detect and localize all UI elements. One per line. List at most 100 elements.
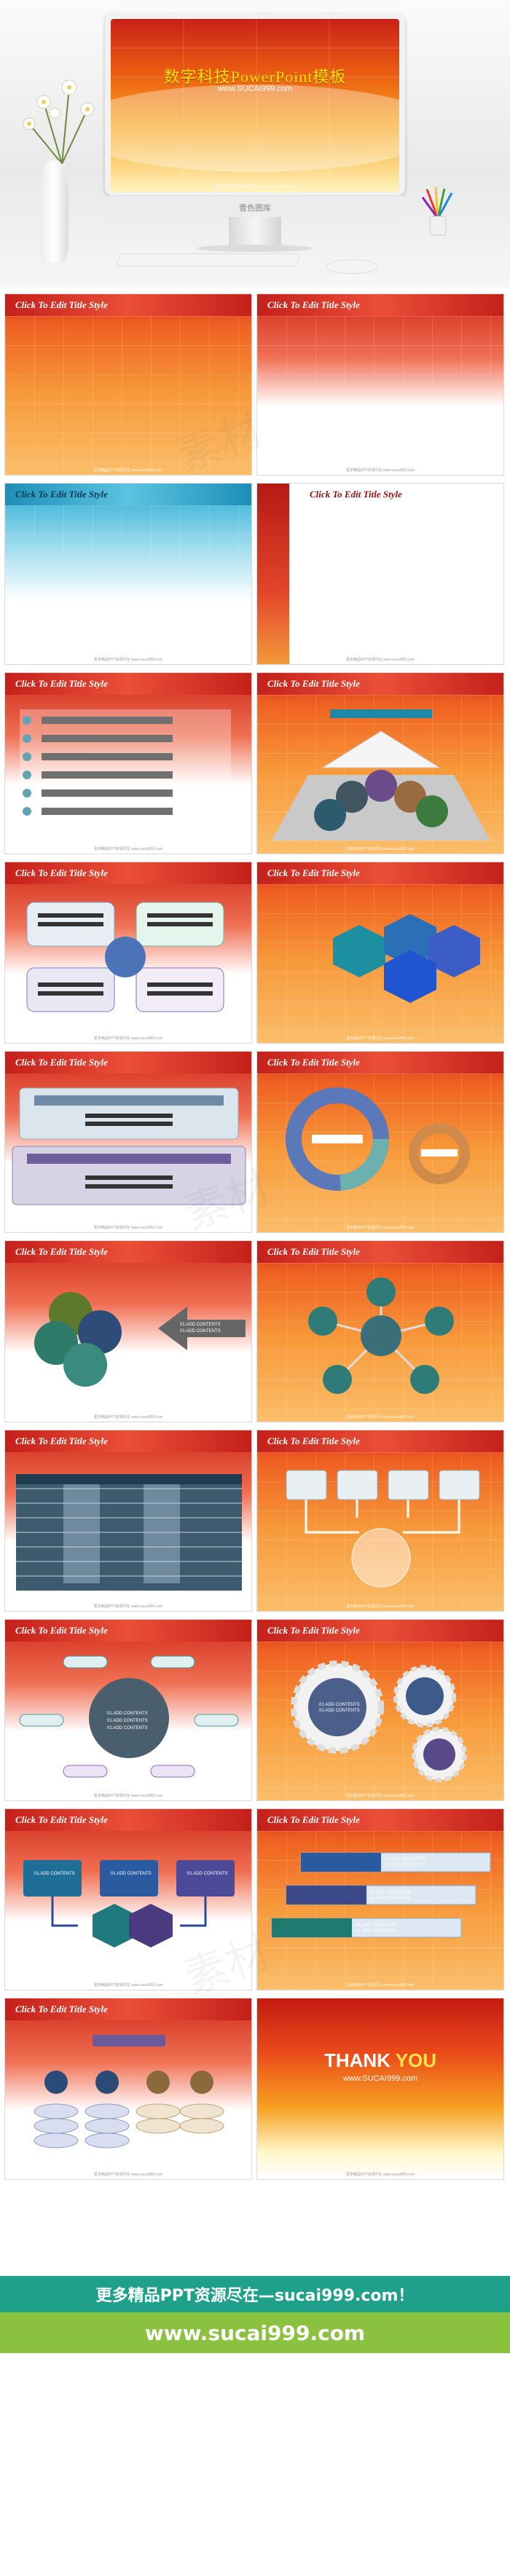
slide-footer: 更多精品PPT资源尽在 www.sucai999.com xyxy=(94,1036,162,1041)
slide-13: Click To Edit Title Style 更多精品PPT资源尽在 ww… xyxy=(4,1430,252,1612)
promo-banner: 更多精品PPT资源尽在—sucai999.com！ xyxy=(0,2276,510,2312)
slide-footer: 更多精品PPT资源尽在 www.sucai999.com xyxy=(94,2173,162,2177)
slide-20: THANK YOU www.SUCAI999.com 更多精品PPT资源尽在 w… xyxy=(256,1998,504,2180)
slide-2: Click To Edit Title Style 更多精品PPT资源尽在 ww… xyxy=(256,294,504,476)
slide-title: Click To Edit Title Style xyxy=(310,489,402,500)
slide-18: Click To Edit Title Style 01.ADD CONTENT… xyxy=(256,1808,504,1990)
slide-title: Click To Edit Title Style xyxy=(267,1246,360,1257)
slide-15: Click To Edit Title Style 01.ADD CONTENT… xyxy=(4,1619,252,1801)
slide-8: Click To Edit Title Style 更多精品PPT资源尽在 ww… xyxy=(256,862,504,1044)
slide-footer: 更多精品PPT资源尽在 www.sucai999.com xyxy=(94,1794,162,1798)
slide-5: Click To Edit Title Style 更多精品PPT资源尽在 ww… xyxy=(4,672,252,854)
slide-footer: 更多精品PPT资源尽在 www.sucai999.com xyxy=(346,1226,415,1230)
process-diagram: 01.ADD CONTENTS 01.ADD CONTENTS 01.ADD CON… xyxy=(23,1860,235,1947)
monitor-caption: 壹色图库 xyxy=(239,204,271,213)
slide-14: Click To Edit Title Style 更多精品PPT资源尽在 ww… xyxy=(256,1430,504,1612)
stacked-panels-diagram xyxy=(12,1087,246,1205)
slide-title: Click To Edit Title Style xyxy=(267,1814,360,1825)
svg-text:01.ADD CONTENTS: 01.ADD CONTENTS xyxy=(319,1709,360,1713)
pyramid-diagram xyxy=(272,709,490,840)
slide-title: Click To Edit Title Style xyxy=(15,1625,108,1636)
slide-9: Click To Edit Title Style 更多精品PPT资源尽在 ww… xyxy=(4,1051,252,1233)
slide-header xyxy=(5,294,251,316)
svg-text:01.ADD CONTENTS: 01.ADD CONTENTS xyxy=(107,1712,148,1716)
slide-11: Click To Edit Title Style 01.ADD CONTENT… xyxy=(4,1240,252,1422)
four-box-diagram xyxy=(26,902,224,1012)
slide-footer: 更多精品PPT资源尽在 www.sucai999.com xyxy=(346,847,415,851)
slide-16: Click To Edit Title Style 01.ADD CONTENT… xyxy=(256,1619,504,1801)
mouse xyxy=(326,259,377,274)
slide-footer: 更多精品PPT资源尽在 www.sucai999.com xyxy=(346,1415,415,1419)
slide-footer: 更多精品PPT资源尽在 www.sucai999.com xyxy=(346,658,415,662)
monitor-neck xyxy=(229,217,281,246)
svg-text:01.ADD CONTENTS: 01.ADD CONTENTS xyxy=(370,1891,411,1895)
screen-url: www.SUCAI999.com xyxy=(217,84,293,93)
svg-text:01.ADD CONTENTS: 01.ADD CONTENTS xyxy=(356,1923,396,1928)
slide-footer: 更多精品PPT资源尽在 www.sucai999.com xyxy=(346,2173,415,2177)
slide-footer: 更多精品PPT资源尽在 www.sucai999.com xyxy=(94,1226,162,1230)
center-sphere-diagram: 01.ADD CONTENTS 01.ADD CONTENTS 01.ADD CON… xyxy=(19,1655,239,1778)
slide-title: Click To Edit Title Style xyxy=(15,1435,108,1446)
svg-text:01.ADD CONTENTS: 01.ADD CONTENTS xyxy=(356,1929,396,1934)
slide-17: Click To Edit Title Style 01.ADD CONTENT… xyxy=(4,1808,252,1990)
monitor-chin: 壹色图库 xyxy=(105,195,405,218)
slide-title: Click To Edit Title Style xyxy=(15,1057,108,1068)
slide-footer: 更多精品PPT资源尽在 www.sucai999.com xyxy=(346,468,415,473)
slide-1: Click To Edit Title Style 更多精品PPT资源尽在 ww… xyxy=(4,294,252,476)
svg-text:01.ADD CONTENTS: 01.ADD CONTENTS xyxy=(385,1857,425,1862)
slide-title: Click To Edit Title Style xyxy=(267,1625,360,1636)
slide-footer: 更多精品PPT资源尽在 www.sucai999.com xyxy=(346,1983,415,1988)
slide-footer: 更多精品PPT资源尽在 www.sucai999.com xyxy=(94,847,162,851)
slide-footer: 更多精品PPT资源尽在 www.sucai999.com xyxy=(94,1415,162,1419)
slide-title: Click To Edit Title Style xyxy=(15,299,108,310)
monitor-screen: 数字科技PowerPoint模板 www.SUCAI999.com 更多精品PP… xyxy=(111,19,399,192)
slide-title: Click To Edit Title Style xyxy=(267,1435,360,1446)
gears-diagram: 01.ADD CONTENTS 01.ADD CONTENTS xyxy=(291,1661,467,1782)
thank-you-title: THANK YOU xyxy=(323,2049,437,2071)
svg-text:01.ADD CONTENTS: 01.ADD CONTENTS xyxy=(180,1323,221,1327)
bullet-list-diagram xyxy=(20,709,231,826)
promo-url-banner[interactable]: www.sucai999.com xyxy=(0,2312,510,2353)
thank-you-url: www.SUCAI999.com xyxy=(342,2074,418,2083)
svg-text:01.ADD CONTENTS: 01.ADD CONTENTS xyxy=(107,1719,148,1723)
slide-title: Click To Edit Title Style xyxy=(15,867,108,878)
pencil-cup-icon xyxy=(421,186,453,236)
flower-icon xyxy=(23,79,95,165)
hero-mockup: 数字科技PowerPoint模板 www.SUCAI999.com 更多精品PP… xyxy=(0,0,510,288)
slide-title: Click To Edit Title Style xyxy=(15,1814,108,1825)
slide-3: Click To Edit Title Style 更多精品PPT资源尽在 ww… xyxy=(4,483,252,665)
slide-6: Click To Edit Title Style 更多精品PPT资源尽在 ww… xyxy=(256,672,504,854)
svg-text:01.ADD CONTENTS: 01.ADD CONTENTS xyxy=(34,1872,75,1876)
slide-title: Click To Edit Title Style xyxy=(267,299,360,310)
monitor-stand xyxy=(197,245,313,252)
slide-footer: 更多精品PPT资源尽在 www.sucai999.com xyxy=(94,658,162,662)
slide-title: Click To Edit Title Style xyxy=(15,489,108,500)
screen-footer: 更多精品PPT资源尽在 www.sucai999.com xyxy=(213,185,297,189)
svg-text:01.ADD CONTENTS: 01.ADD CONTENTS xyxy=(107,1726,148,1730)
slide-footer: 更多精品PPT资源尽在 www.sucai999.com xyxy=(346,1794,415,1798)
hexagon-diagram xyxy=(333,914,480,1003)
svg-text:01.ADD CONTENTS: 01.ADD CONTENTS xyxy=(187,1872,228,1876)
slide-footer: 更多精品PPT资源尽在 www.sucai999.com xyxy=(346,1036,415,1041)
svg-text:01.ADD CONTENTS: 01.ADD CONTENTS xyxy=(111,1872,152,1876)
keyboard xyxy=(115,253,302,267)
slide-title: Click To Edit Title Style xyxy=(267,1057,360,1068)
slide-7: Click To Edit Title Style 更多精品PPT资源尽在 ww… xyxy=(4,862,252,1044)
screen-title: 数字科技PowerPoint模板 xyxy=(163,68,347,86)
vase xyxy=(39,160,68,262)
slide-footer: 更多精品PPT资源尽在 www.sucai999.com xyxy=(346,1604,415,1609)
slide-19: Click To Edit Title Style 更多精品PPT资源尽在 ww… xyxy=(4,1998,252,2180)
cycle-diagram xyxy=(286,1087,470,1191)
slide-title: Click To Edit Title Style xyxy=(267,678,360,689)
slide-title: Click To Edit Title Style xyxy=(15,1246,108,1257)
slide-footer: 更多精品PPT资源尽在 www.sucai999.com xyxy=(94,468,162,473)
screen-glow xyxy=(111,19,399,192)
convergence-diagram xyxy=(286,1470,480,1588)
hub-diagram xyxy=(308,1277,454,1394)
slide-footer: 更多精品PPT资源尽在 www.sucai999.com xyxy=(94,1604,162,1609)
table-diagram xyxy=(16,1474,242,1591)
slide-10: Click To Edit Title Style 更多精品PPT资源尽在 ww… xyxy=(256,1051,504,1233)
svg-text:01.ADD CONTENTS: 01.ADD CONTENTS xyxy=(319,1703,360,1707)
